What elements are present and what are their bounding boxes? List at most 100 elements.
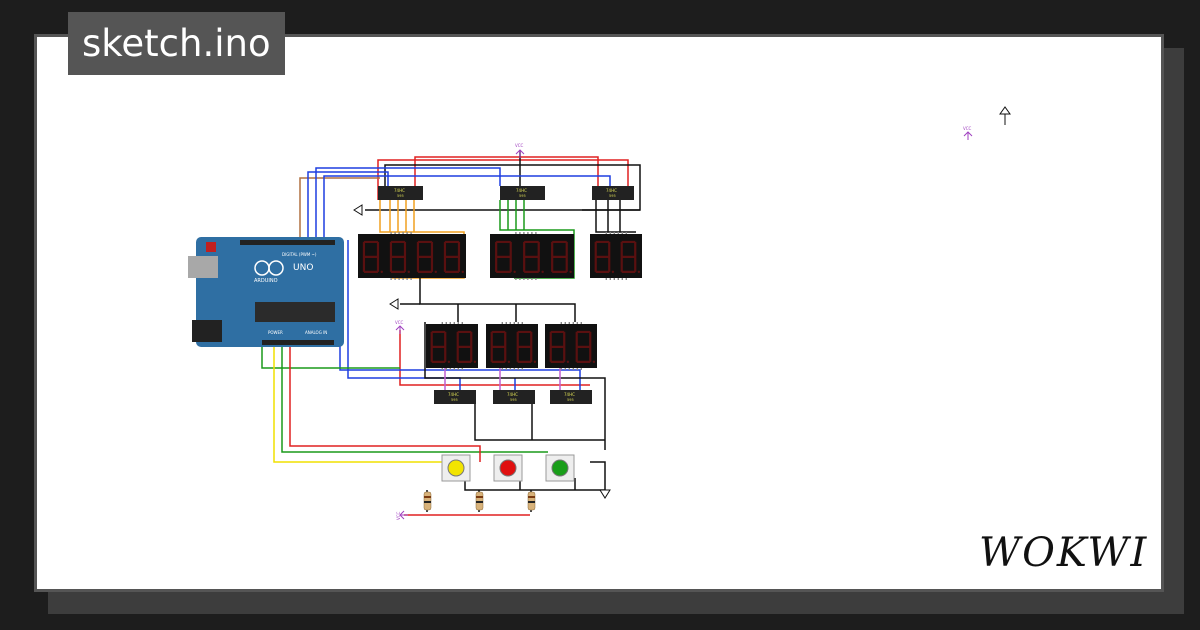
- display-2digit-low-3[interactable]: [545, 322, 597, 370]
- display-pin: [580, 368, 582, 370]
- display-pin: [521, 368, 523, 370]
- page-title: sketch.ino: [68, 12, 285, 75]
- decimal-point: [592, 360, 596, 364]
- display-pin: [572, 368, 574, 370]
- display-2digit-top[interactable]: [590, 232, 642, 280]
- reset-button[interactable]: [206, 242, 216, 252]
- shift-register-top-1[interactable]: 74HC 595: [378, 186, 423, 200]
- header-power: [262, 340, 334, 345]
- wire-red-top-2: [414, 156, 599, 186]
- pushbutton-yellow[interactable]: [441, 454, 471, 482]
- board-model: UNO: [293, 263, 313, 273]
- shift-register-bottom-3[interactable]: 74HC 595: [550, 390, 592, 404]
- digit: [523, 240, 540, 273]
- vcc-symbol-mid: [395, 325, 405, 334]
- display-pin: [505, 322, 507, 324]
- wire-black-btn-gnd: [464, 478, 605, 491]
- arduino-uno-board[interactable]: UNO ARDUINO DIGITAL (PWM ~) POWER ANALOG…: [188, 237, 344, 347]
- svg-text:595: 595: [397, 194, 404, 198]
- display-pin: [410, 232, 412, 234]
- shift-register-top-3[interactable]: 74HC 595: [592, 186, 634, 200]
- decimal-point: [507, 360, 511, 364]
- display-pin: [501, 322, 503, 324]
- decimal-point: [541, 270, 544, 274]
- pushbutton-red[interactable]: [493, 454, 523, 482]
- digit: [362, 240, 380, 273]
- display-pin: [535, 278, 537, 280]
- wire-red-top: [377, 159, 629, 200]
- svg-text:74HC: 74HC: [394, 188, 405, 193]
- display-pin: [523, 278, 525, 280]
- pushbutton-green[interactable]: [545, 454, 575, 482]
- board-power-label: POWER: [268, 330, 283, 335]
- display-pin: [501, 368, 503, 370]
- wire-green-arduino: [261, 340, 400, 369]
- wire-blue-3: [323, 175, 611, 240]
- vcc-symbol-bottom: [399, 510, 408, 520]
- display-pin: [394, 232, 396, 234]
- display-pin: [617, 232, 619, 234]
- display-pin: [613, 278, 615, 280]
- display-pin: [517, 368, 519, 370]
- display-2digit-low-1[interactable]: [426, 322, 478, 370]
- power-jack: [192, 320, 222, 342]
- decimal-point: [447, 360, 451, 364]
- display-pin: [515, 278, 517, 280]
- display-pin: [505, 368, 507, 370]
- display-pin: [509, 322, 511, 324]
- display-pin: [513, 322, 515, 324]
- display-pin: [449, 322, 451, 324]
- display-pin: [535, 232, 537, 234]
- svg-text:595: 595: [567, 398, 574, 402]
- display-pin: [457, 322, 459, 324]
- digit: [575, 330, 592, 363]
- display-pin: [617, 278, 619, 280]
- display-pin: [527, 232, 529, 234]
- ground-arrow-bottom: [599, 489, 611, 499]
- display-4digit[interactable]: [358, 232, 466, 280]
- digit: [549, 330, 566, 363]
- display-pin: [523, 232, 525, 234]
- decimal-point: [569, 270, 572, 274]
- decimal-point: [533, 360, 537, 364]
- shift-register-bottom-2[interactable]: 74HC 595: [493, 390, 535, 404]
- wires: [261, 150, 641, 516]
- display-pin: [613, 232, 615, 234]
- shift-register-top-2[interactable]: 74HC 595: [500, 186, 545, 200]
- display-2digit-low-2[interactable]: [486, 322, 538, 370]
- display-pin: [564, 368, 566, 370]
- svg-text:WOKWI: WOKWI: [979, 530, 1148, 576]
- svg-text:74HC: 74HC: [507, 392, 518, 397]
- display-pin: [625, 278, 627, 280]
- display-pin: [560, 322, 562, 324]
- vcc-symbol-far: [963, 131, 973, 140]
- vcc-label-far: VCC: [963, 126, 972, 131]
- display-pin: [531, 278, 533, 280]
- wire-red-btn: [289, 340, 481, 462]
- wire-yellow-btn: [273, 340, 442, 463]
- display-pin: [625, 232, 627, 234]
- shift-register-bottom-1[interactable]: 74HC 595: [434, 390, 476, 404]
- wire-brown-1: [299, 177, 380, 240]
- display-pin: [576, 322, 578, 324]
- display-pin: [402, 278, 404, 280]
- wokwi-logo: WOKWI: [979, 530, 1148, 576]
- decimal-point: [566, 360, 570, 364]
- display-pin: [445, 368, 447, 370]
- display-pin: [461, 368, 463, 370]
- resistor-3[interactable]: [527, 491, 536, 511]
- display-pin: [564, 322, 566, 324]
- svg-text:74HC: 74HC: [564, 392, 575, 397]
- resistor-2[interactable]: [475, 491, 484, 511]
- display-pin: [441, 368, 443, 370]
- wire-red-low: [399, 330, 590, 386]
- svg-text:595: 595: [510, 398, 517, 402]
- display-pin: [398, 278, 400, 280]
- display-pin: [449, 368, 451, 370]
- display-3digit[interactable]: [490, 232, 574, 280]
- display-pin: [515, 232, 517, 234]
- resistor-1[interactable]: [423, 491, 432, 511]
- display-pin: [398, 232, 400, 234]
- digit: [456, 330, 473, 363]
